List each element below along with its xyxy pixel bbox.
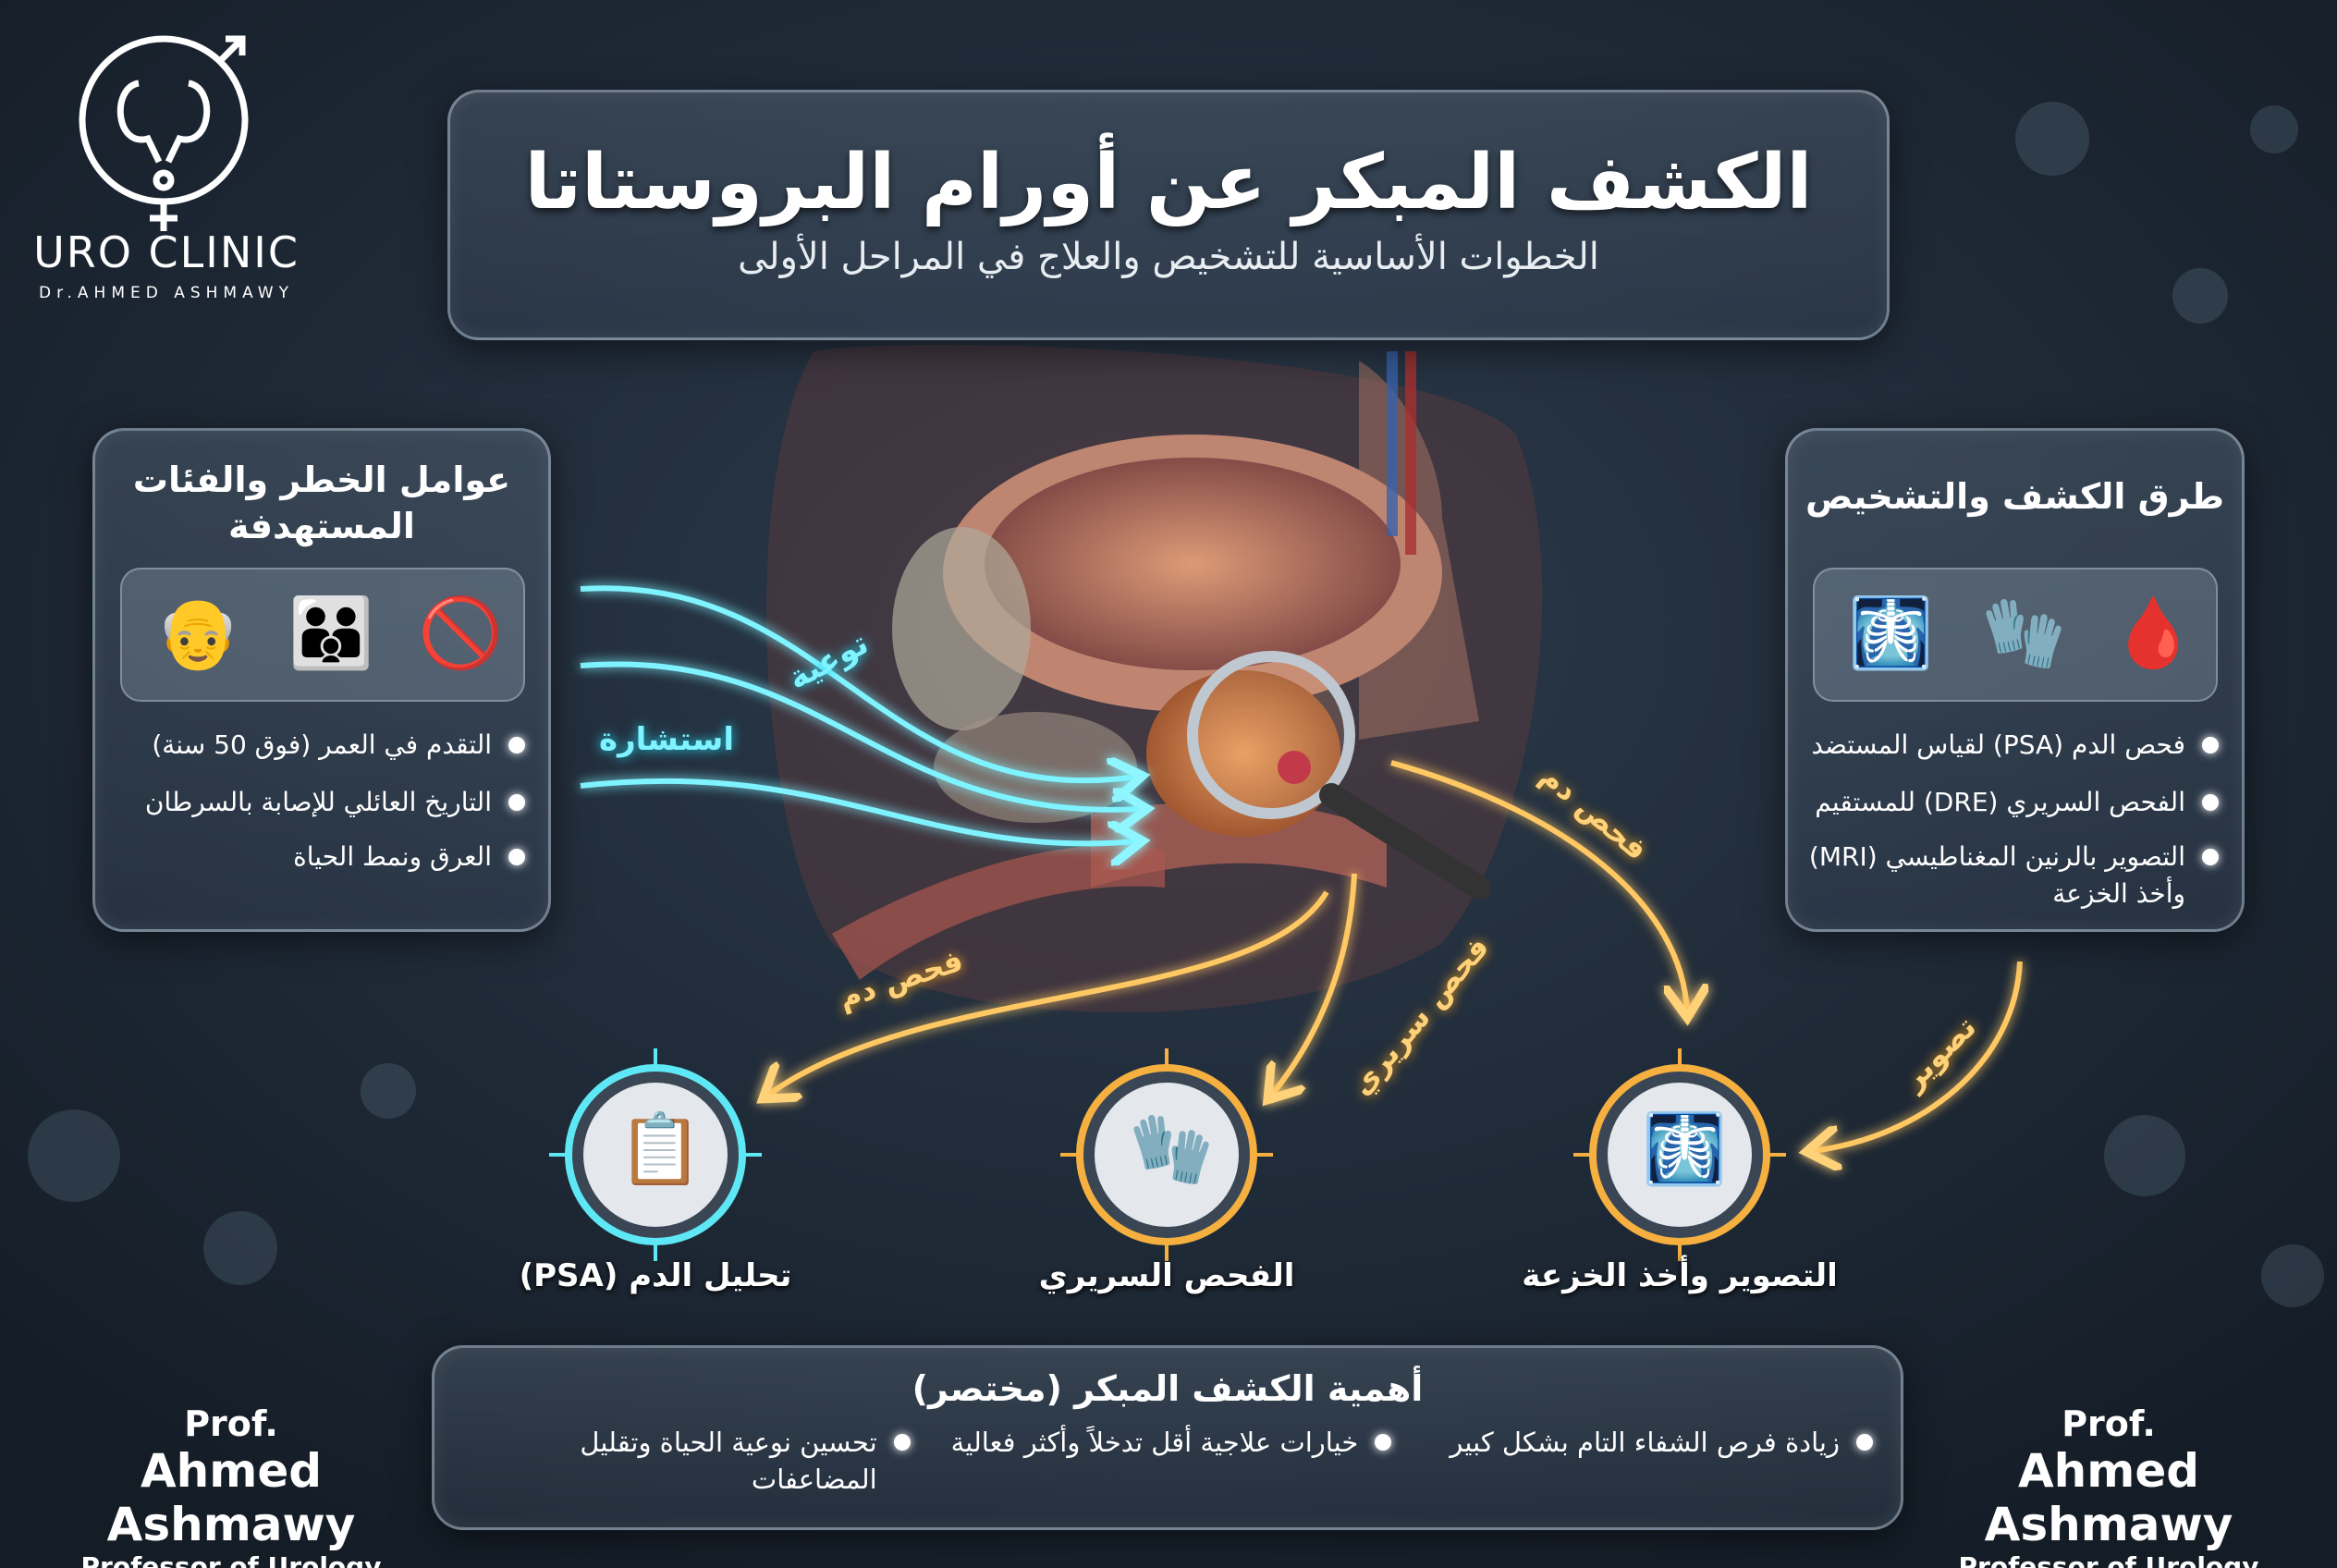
risk-card-title-line2: المستهدفة — [228, 506, 415, 546]
importance-item: زيادة فرص الشفاء التام بشكل كبير — [1425, 1424, 1873, 1498]
bullet-icon — [1856, 1434, 1873, 1451]
signature-role: Professor of Urology — [80, 1551, 382, 1568]
step-targets — [549, 1048, 1786, 1261]
step-label-clinical-exam: الفحص السريري — [1038, 1257, 1295, 1294]
method-item: فحص الدم (PSA) لقياس المستضد — [1811, 727, 2219, 764]
bullet-icon — [508, 794, 525, 811]
detection-methods-card: طرق الكشف والتشخيص 🩸 🧤 🩻 فحص الدم (PSA) … — [1785, 428, 2245, 932]
no-unhealthy-food-icon: 🚫 — [418, 594, 504, 673]
step-label-imaging-biopsy: التصوير وأخذ الخزعة — [1522, 1257, 1838, 1294]
signature-prefix: Prof. — [2062, 1403, 2156, 1444]
cyan-arrows — [580, 585, 1142, 843]
signature-name: Ahmed Ashmawy — [106, 1444, 356, 1551]
importance-item: خيارات علاجية أقل تدخلاً وأكثر فعالية — [944, 1424, 1392, 1498]
gloved-hand-icon: 🧤 — [1981, 594, 2067, 673]
mri-biopsy-icon: 🩻 — [1642, 1109, 1728, 1189]
logo-tagline: Dr.AHMED ASHMAWY — [38, 284, 294, 302]
method-item-text: التصوير بالرنين المغناطيسي (MRI) — [1808, 841, 2185, 872]
risk-factors-card: عوامل الخطر والفئات المستهدفة 👴 👪 🚫 التق… — [92, 428, 551, 932]
risk-item: العرق ونمط الحياة — [293, 839, 525, 876]
step-label-psa: تحليل الدم (PSA) — [519, 1257, 792, 1294]
bullet-icon — [2202, 794, 2219, 811]
method-item-text: الفحص السريري (DRE) للمستقيم — [1815, 787, 2185, 817]
psa-blood-tube-icon: 🩸 — [2111, 594, 2196, 673]
importance-card: أهمية الكشف المبكر (مختصر) زيادة فرص الش… — [432, 1345, 1903, 1530]
bullet-icon — [893, 1434, 911, 1451]
importance-list: زيادة فرص الشفاء التام بشكل كبير خيارات … — [462, 1424, 1873, 1498]
risk-item-text: التقدم في العمر (فوق 50 سنة) — [152, 729, 492, 760]
orange-arrows — [767, 760, 2023, 1151]
header-card: الكشف المبكر عن أورام البروستاتا الخطوات… — [447, 90, 1890, 340]
risk-item: التاريخ العائلي للإصابة بالسرطان — [145, 784, 525, 821]
method-item: التصوير بالرنين المغناطيسي (MRI) وأخذ الخ… — [1809, 839, 2219, 913]
page-subtitle: الخطوات الأساسية للتشخيص والعلاج في المر… — [738, 236, 1599, 278]
bullet-icon — [508, 737, 525, 753]
page-title: الكشف المبكر عن أورام البروستاتا — [524, 139, 1813, 227]
glove-prostate-icon: 🧤 — [1129, 1109, 1215, 1189]
signature-role: Professor of Urology — [1958, 1551, 2259, 1568]
importance-title: أهمية الكشف المبكر (مختصر) — [912, 1368, 1424, 1409]
signature-name: Ahmed Ashmawy — [1984, 1444, 2233, 1551]
signature-right: Prof. Ahmed Ashmawy Professor of Urology — [1887, 1403, 2331, 1568]
method-item: الفحص السريري (DRE) للمستقيم — [1815, 784, 2219, 821]
uro-clinic-logo-icon — [79, 35, 249, 231]
methods-card-title: طرق الكشف والتشخيص — [1805, 476, 2224, 517]
signature-left: Prof. Ahmed Ashmawy Professor of Urology — [9, 1403, 453, 1568]
risk-item-text: التاريخ العائلي للإصابة بالسرطان — [144, 787, 492, 817]
method-item-text: وأخذ الخزعة — [2052, 878, 2185, 909]
risk-card-title-line1: عوامل الخطر والفئات — [132, 459, 511, 500]
bullet-icon — [2202, 849, 2219, 865]
methods-icons-box: 🩸 🧤 🩻 — [1813, 568, 2218, 702]
prostate-anatomy — [766, 344, 1543, 1013]
importance-item-text: خيارات علاجية أقل تدخلاً وأكثر فعالية — [950, 1427, 1359, 1458]
family-tree-icon: 👪 — [288, 594, 374, 673]
magnifier-icon — [1187, 651, 1491, 900]
risk-item-text: العرق ونمط الحياة — [293, 841, 492, 872]
elderly-man-icon: 👴 — [155, 594, 241, 673]
risk-icons-box: 👴 👪 🚫 — [120, 568, 525, 702]
signature-prefix: Prof. — [184, 1403, 278, 1444]
consultation-label: استشارة — [599, 721, 734, 758]
bullet-icon — [1375, 1434, 1392, 1451]
blood-test-clipboard-icon: 📋 — [618, 1109, 704, 1189]
mri-scanner-icon: 🩻 — [1848, 594, 1934, 673]
importance-item-text: تحسين نوعية الحياة وتقليل المضاعفات — [580, 1427, 877, 1495]
importance-item: تحسين نوعية الحياة وتقليل المضاعفات — [462, 1424, 911, 1498]
importance-item-text: زيادة فرص الشفاء التام بشكل كبير — [1450, 1427, 1840, 1458]
method-item-text: فحص الدم (PSA) لقياس المستضد — [1811, 729, 2185, 760]
bullet-icon — [2202, 737, 2219, 753]
bullet-icon — [508, 849, 525, 865]
logo-name: URO CLINIC — [33, 227, 300, 277]
risk-item: التقدم في العمر (فوق 50 سنة) — [152, 727, 525, 764]
